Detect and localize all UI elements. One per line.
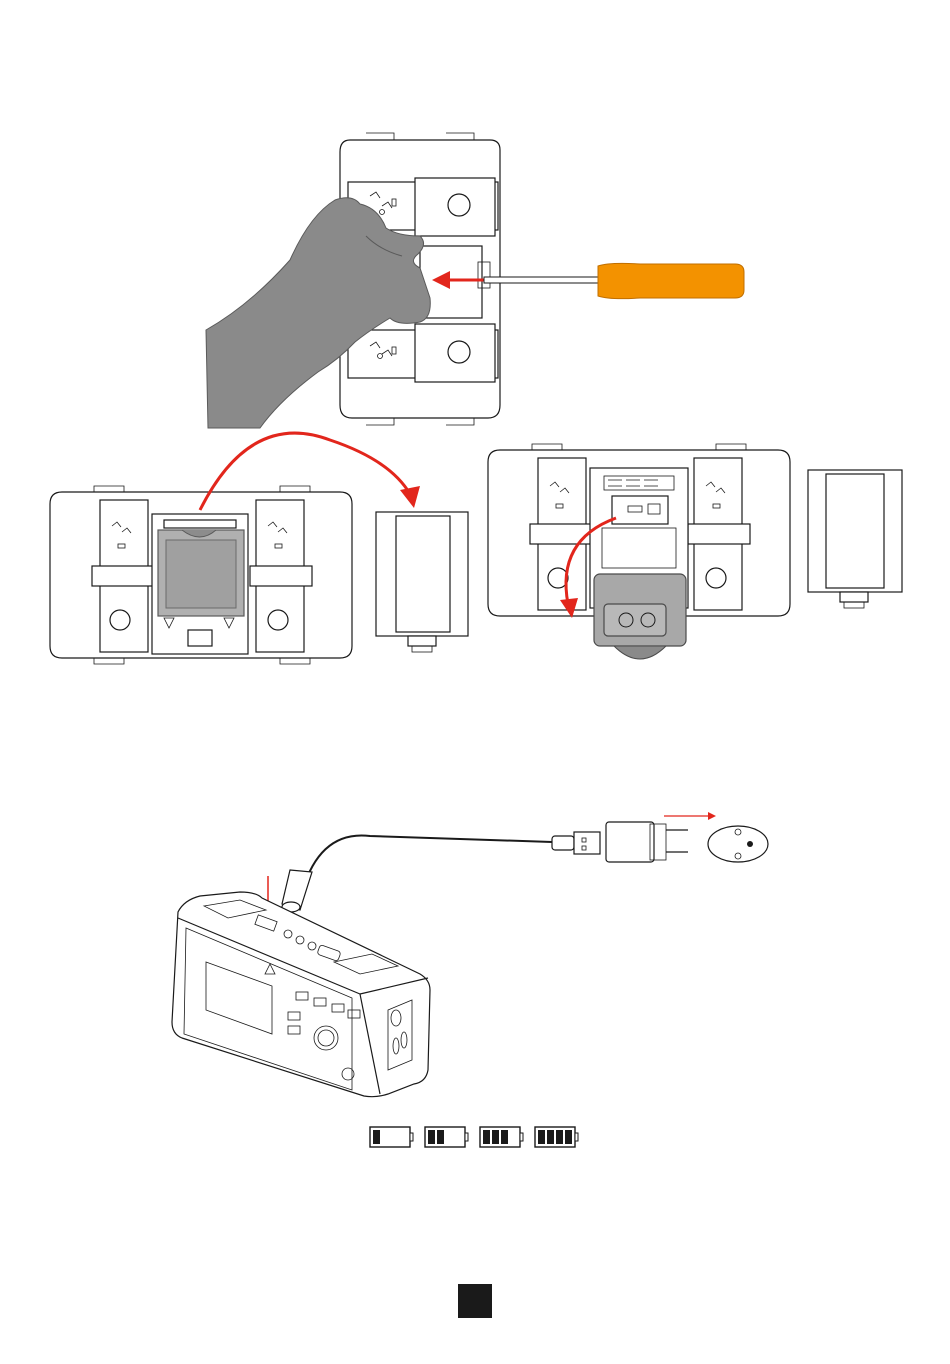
battery-level-segment bbox=[556, 1130, 563, 1144]
battery-level-segment bbox=[565, 1130, 572, 1144]
device-back-open bbox=[50, 486, 352, 664]
battery-level-segment bbox=[547, 1130, 554, 1144]
wall-socket bbox=[708, 826, 768, 862]
battery-level-segment bbox=[437, 1130, 444, 1144]
plug-in-arrow bbox=[664, 812, 716, 820]
battery-level-segment bbox=[373, 1130, 380, 1144]
screwdriver bbox=[484, 263, 744, 298]
usb-cable bbox=[302, 835, 552, 892]
battery-level-segment bbox=[492, 1130, 499, 1144]
charge-connector bbox=[282, 870, 312, 912]
battery-connector-pulled bbox=[594, 574, 686, 659]
battery-level-segment bbox=[501, 1130, 508, 1144]
battery-level-indicator bbox=[370, 1127, 578, 1147]
battery-level-icon bbox=[480, 1127, 523, 1147]
battery-pack-removed bbox=[376, 512, 468, 652]
battery-pack-side bbox=[808, 470, 902, 608]
battery-level-icon bbox=[535, 1127, 578, 1147]
usb-plug bbox=[552, 832, 600, 854]
page-mark bbox=[458, 1284, 492, 1318]
battery-level-icon bbox=[370, 1127, 413, 1147]
wall-charger bbox=[606, 822, 688, 862]
instrument-front bbox=[172, 892, 430, 1097]
battery-level-segment bbox=[483, 1130, 490, 1144]
battery-level-icon bbox=[425, 1127, 468, 1147]
battery-level-segment bbox=[428, 1130, 435, 1144]
battery-level-segment bbox=[538, 1130, 545, 1144]
